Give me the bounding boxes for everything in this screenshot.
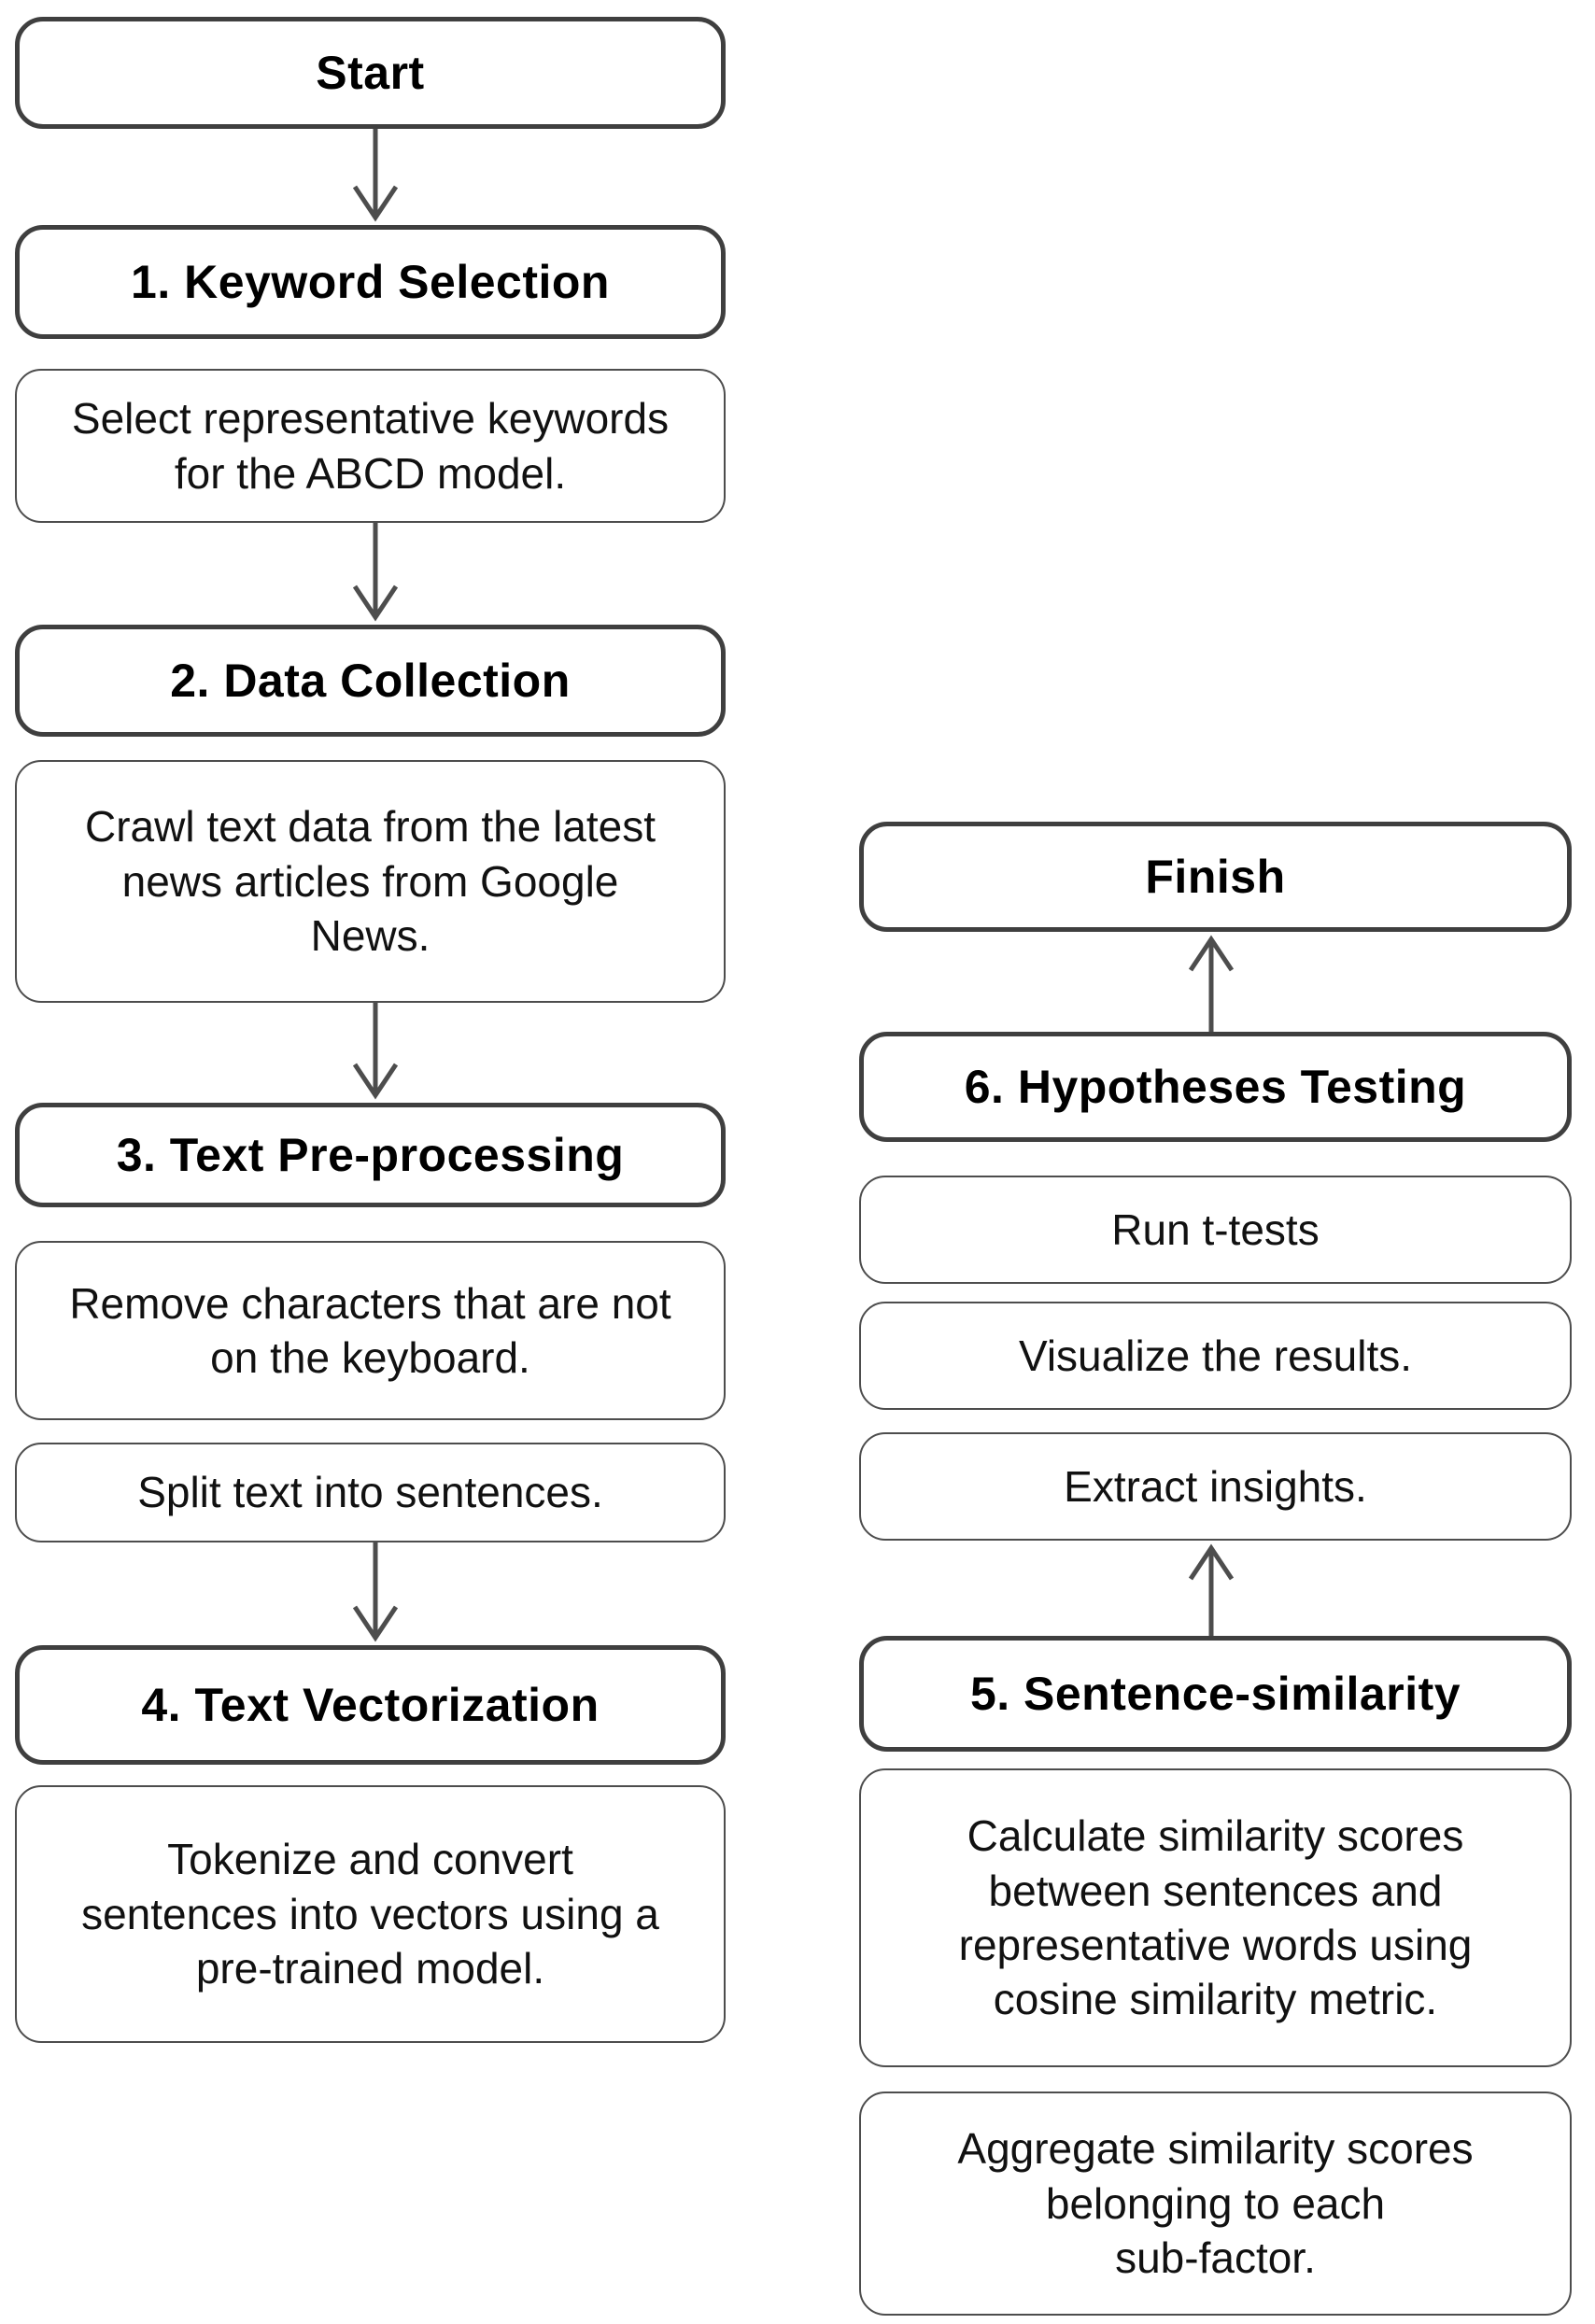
arrow-step5-to-extract-insights xyxy=(1188,1543,1235,1636)
step3-description-remove-characters: Remove characters that are not on the ke… xyxy=(15,1241,726,1420)
step1-keyword-selection-title: 1. Keyword Selection xyxy=(15,225,726,339)
step2-description: Crawl text data from the latest news art… xyxy=(15,760,726,1003)
step4-text-vectorization-title: 4. Text Vectorization xyxy=(15,1645,726,1765)
arrow-step3-to-step4 xyxy=(352,1542,399,1642)
step1-description: Select representative keywords for the A… xyxy=(15,369,726,523)
arrow-step6-to-finish xyxy=(1188,935,1235,1032)
step3-text-preprocessing-title: 3. Text Pre-processing xyxy=(15,1103,726,1207)
step3-description-split-text: Split text into sentences. xyxy=(15,1443,726,1542)
finish-node: Finish xyxy=(859,822,1572,932)
arrow-start-to-step1 xyxy=(352,129,399,222)
step6-description-run-ttests: Run t-tests xyxy=(859,1176,1572,1284)
start-node: Start xyxy=(15,17,726,129)
step5-sentence-similarity-title: 5. Sentence-similarity xyxy=(859,1636,1572,1752)
arrow-step1-to-step2 xyxy=(352,523,399,622)
step5-description-aggregate: Aggregate similarity scores belonging to… xyxy=(859,2092,1572,2316)
step2-data-collection-title: 2. Data Collection xyxy=(15,625,726,737)
step4-description: Tokenize and convert sentences into vect… xyxy=(15,1785,726,2043)
step6-description-extract-insights: Extract insights. xyxy=(859,1432,1572,1541)
step6-description-visualize: Visualize the results. xyxy=(859,1302,1572,1410)
step5-description-calculate: Calculate similarity scores between sent… xyxy=(859,1768,1572,2067)
arrow-step2-to-step3 xyxy=(352,1003,399,1100)
step6-hypotheses-testing-title: 6. Hypotheses Testing xyxy=(859,1032,1572,1142)
